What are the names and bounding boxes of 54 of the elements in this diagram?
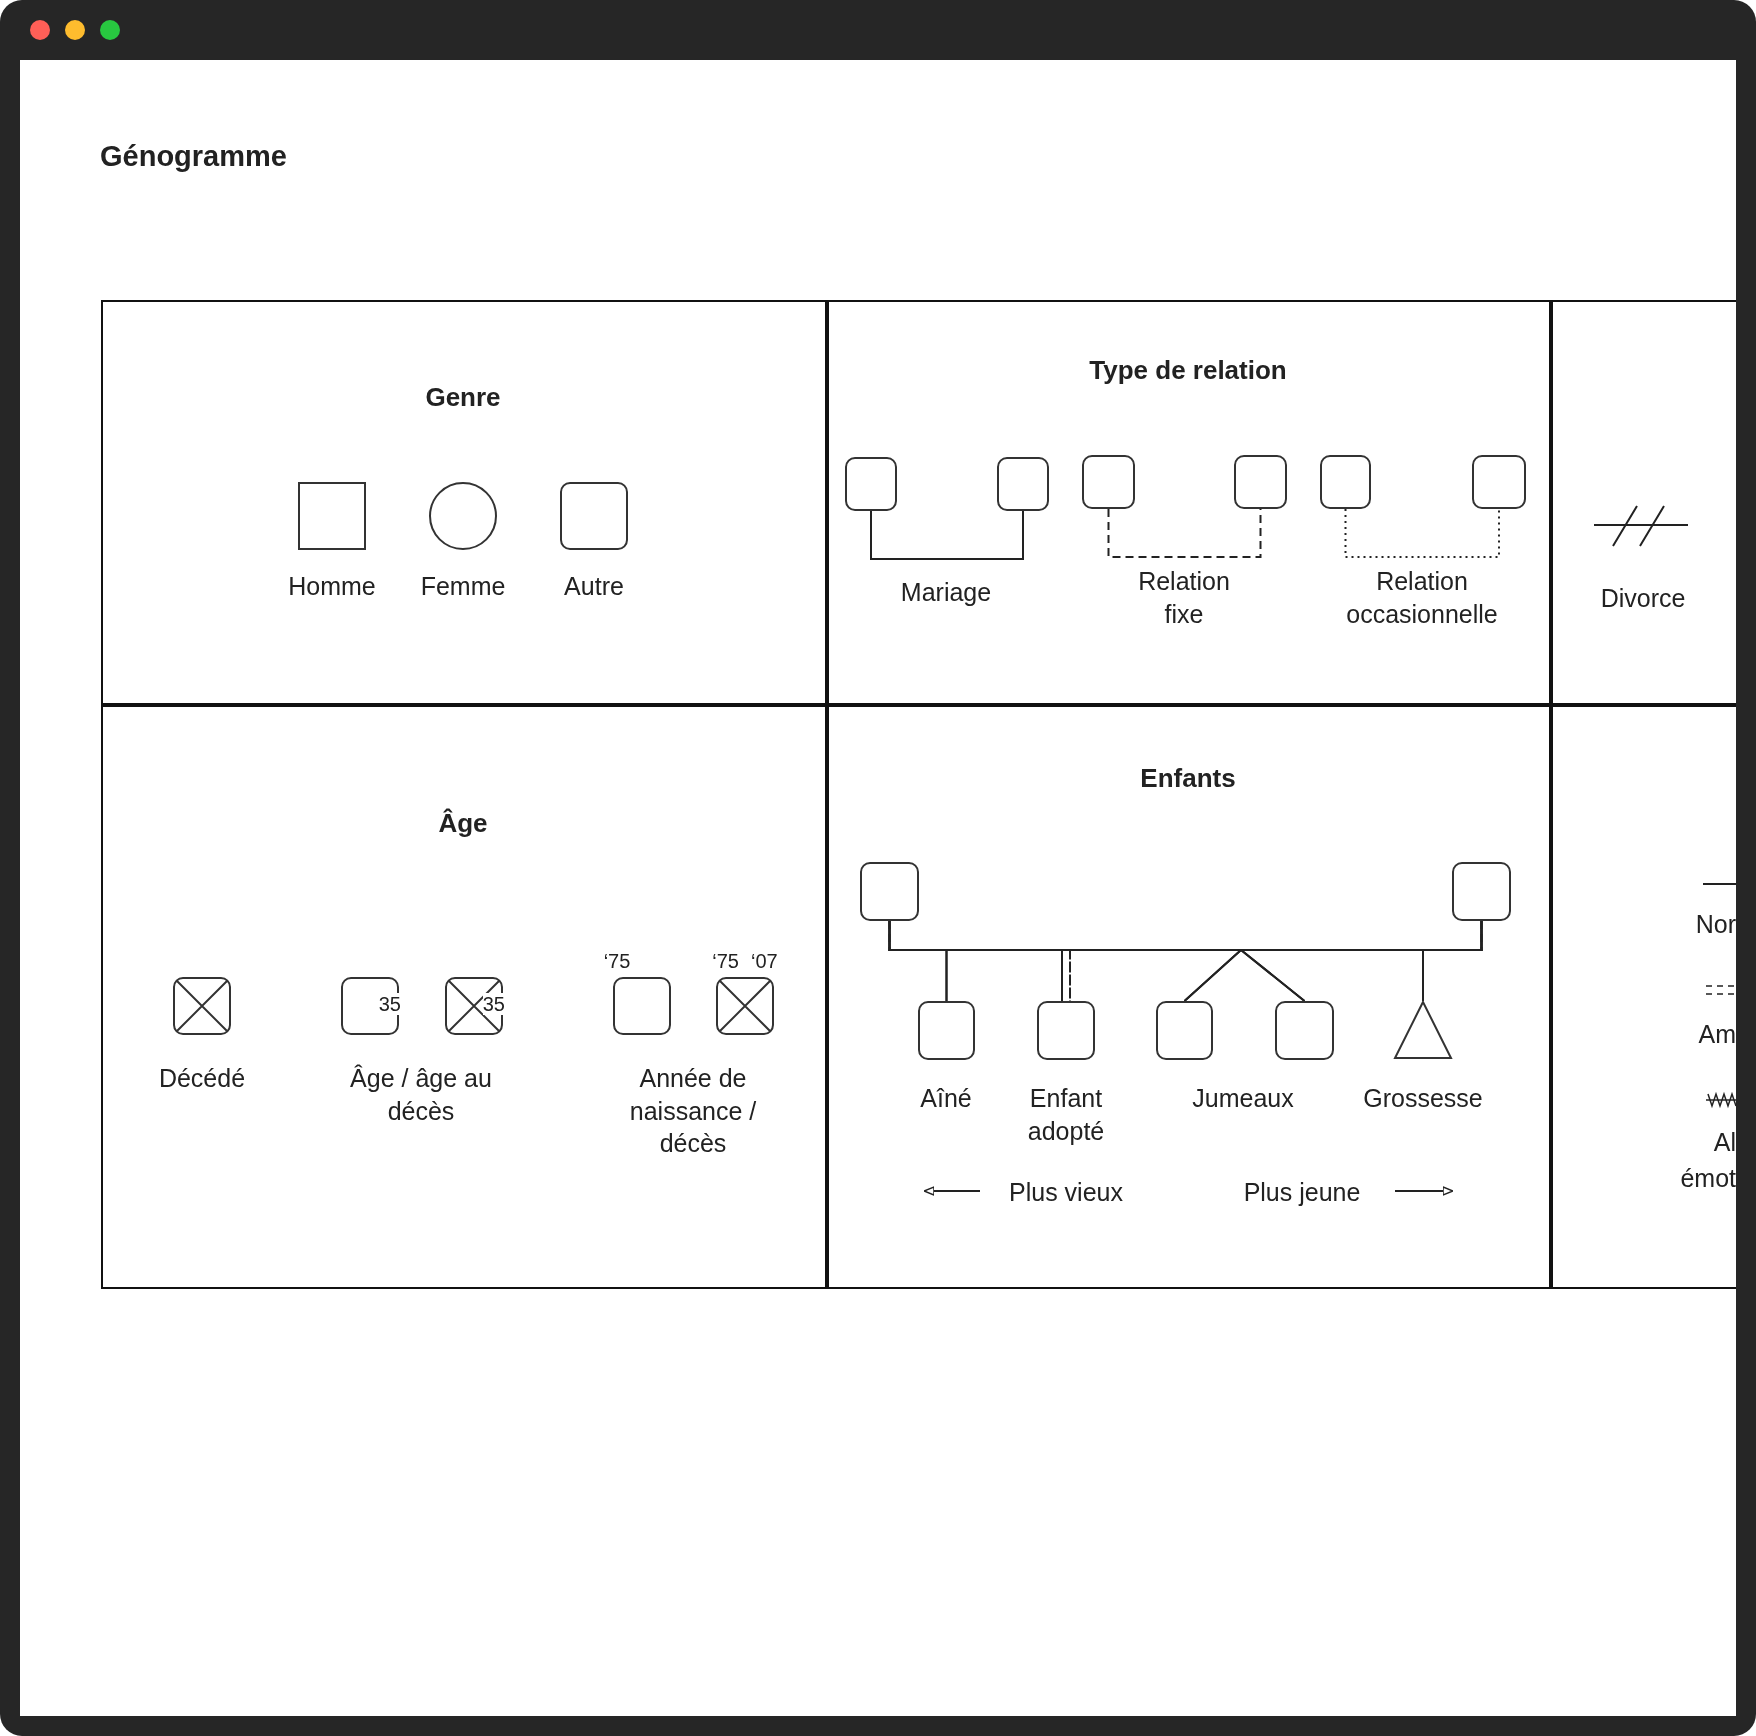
diagram-title: Génogramme — [100, 140, 287, 173]
year-label: ‘75 — [712, 949, 739, 974]
section-heading: Âge — [438, 808, 488, 839]
symbol-caption: Année de naissance / décès — [628, 1063, 758, 1159]
pregnancy-triangle — [1394, 1001, 1452, 1059]
symbol-caption: Aîné — [920, 1083, 972, 1114]
person-square — [298, 482, 366, 550]
symbol-caption: Femme — [420, 571, 506, 602]
person-box — [860, 862, 919, 921]
connector-line — [1422, 920, 1483, 1002]
person-box — [1452, 862, 1511, 921]
person-box — [341, 977, 399, 1035]
symbol-caption: Homme — [288, 571, 376, 602]
person-box — [1156, 1001, 1213, 1060]
section-heading: Type de relation — [1089, 355, 1287, 386]
symbol-caption: Décédé — [158, 1063, 246, 1094]
symbol-caption: Grossesse — [1363, 1083, 1483, 1114]
direction-caption: Plus jeune — [1242, 1177, 1362, 1208]
year-label: ‘75 — [603, 949, 631, 974]
symbol-caption: Mariage — [899, 577, 993, 608]
section-heading: Enfants — [1140, 763, 1236, 794]
person-box — [560, 482, 628, 550]
age-number: 35 — [482, 993, 505, 1015]
age-number: 35 — [378, 993, 401, 1015]
person-box — [613, 977, 671, 1035]
table-cell — [827, 300, 1551, 705]
symbol-caption: Relation occasionnelle — [1345, 566, 1499, 630]
person-box — [1037, 1001, 1095, 1060]
symbol-caption: Divorce — [1599, 583, 1687, 614]
year-label: ‘07 — [751, 949, 778, 974]
table-cell — [827, 705, 1551, 1289]
person-box — [997, 457, 1049, 511]
symbol-caption: Enfant adopté — [1026, 1083, 1106, 1147]
symbol-caption: Nor — [1694, 909, 1736, 940]
symbol-caption: Relation fixe — [1137, 566, 1231, 630]
person-box — [1082, 455, 1135, 509]
table-cell — [101, 300, 827, 705]
connector-line — [1107, 508, 1262, 558]
person-box — [1234, 455, 1287, 509]
person-box — [918, 1001, 975, 1060]
symbol-caption: Âge / âge au décès — [349, 1063, 493, 1127]
person-box — [1472, 455, 1526, 509]
connector-line — [870, 510, 1024, 560]
connector-line — [1344, 508, 1500, 558]
symbol-caption: Jumeaux — [1191, 1083, 1295, 1114]
person-box — [845, 457, 897, 511]
person-box — [1275, 1001, 1334, 1060]
person-box — [1320, 455, 1371, 509]
section-heading: Genre — [425, 382, 501, 413]
table-cell — [101, 705, 827, 1289]
symbol-caption: Al émot — [1679, 1127, 1736, 1195]
symbol-caption: Autre — [564, 571, 624, 602]
direction-caption: Plus vieux — [1008, 1177, 1124, 1208]
symbol-caption: Am — [1697, 1019, 1736, 1050]
